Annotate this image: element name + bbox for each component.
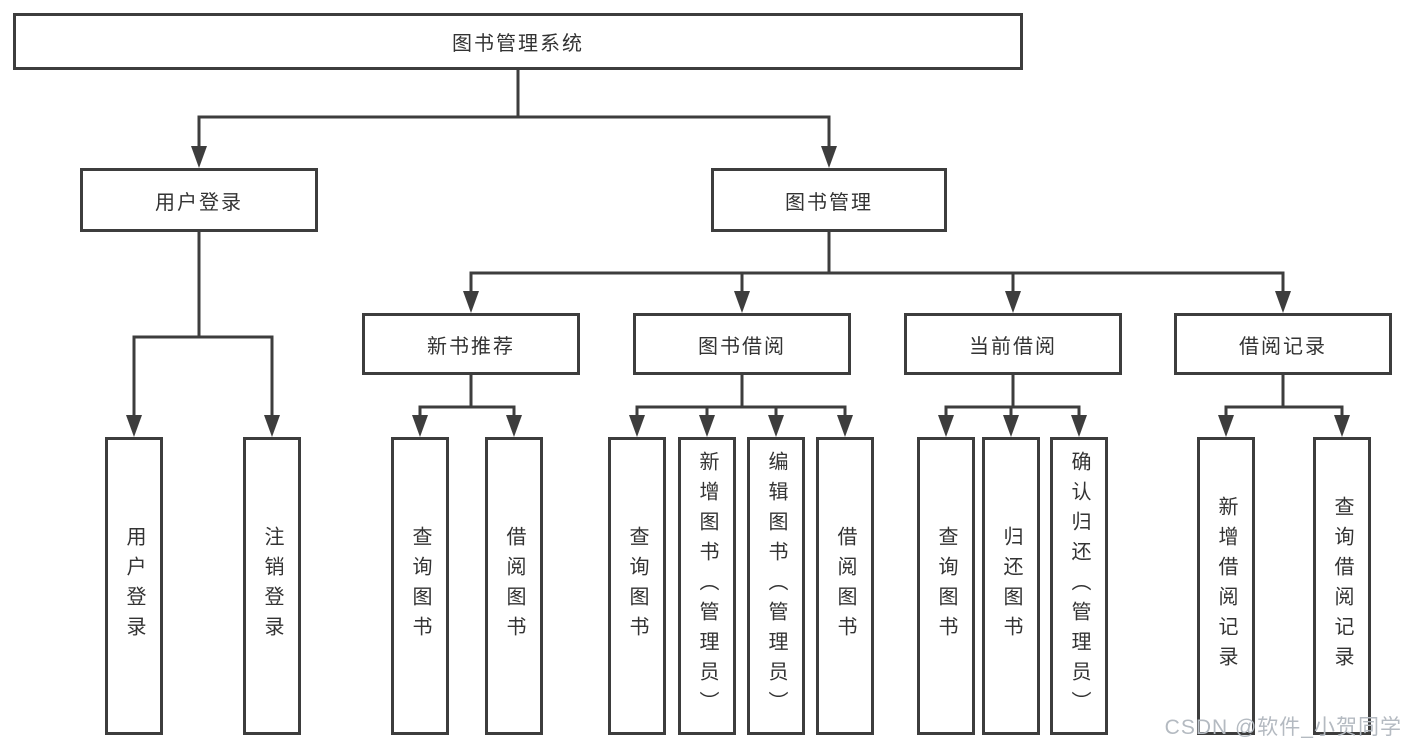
node-system-root: 图书管理系统	[13, 13, 1023, 70]
leaf-logout: 注销登录	[243, 437, 301, 735]
leaf-query-books: 查询图书	[917, 437, 975, 735]
node-book-management: 图书管理	[711, 168, 947, 232]
leaf-borrow-books: 借阅图书	[485, 437, 543, 735]
node-current-borrow: 当前借阅	[904, 313, 1122, 375]
leaf-user-login: 用户登录	[105, 437, 163, 735]
leaf-query-books: 查询图书	[391, 437, 449, 735]
csdn-watermark: CSDN @软件_小贺同学	[1164, 716, 1402, 739]
leaf-query-borrow-record: 查询借阅记录	[1313, 437, 1371, 735]
leaf-confirm-return-admin: 确认归还（管理员）	[1050, 437, 1108, 735]
node-user-login: 用户登录	[80, 168, 318, 232]
node-borrow-records: 借阅记录	[1174, 313, 1392, 375]
leaf-borrow-books: 借阅图书	[816, 437, 874, 735]
node-new-book-recommend: 新书推荐	[362, 313, 580, 375]
leaf-edit-books-admin: 编辑图书（管理员）	[747, 437, 805, 735]
leaf-return-books: 归还图书	[982, 437, 1040, 735]
arrowheads	[126, 146, 1350, 437]
leaf-add-books-admin: 新增图书（管理员）	[678, 437, 736, 735]
leaf-query-books: 查询图书	[608, 437, 666, 735]
leaf-add-borrow-record: 新增借阅记录	[1197, 437, 1255, 735]
node-book-borrow: 图书借阅	[633, 313, 851, 375]
